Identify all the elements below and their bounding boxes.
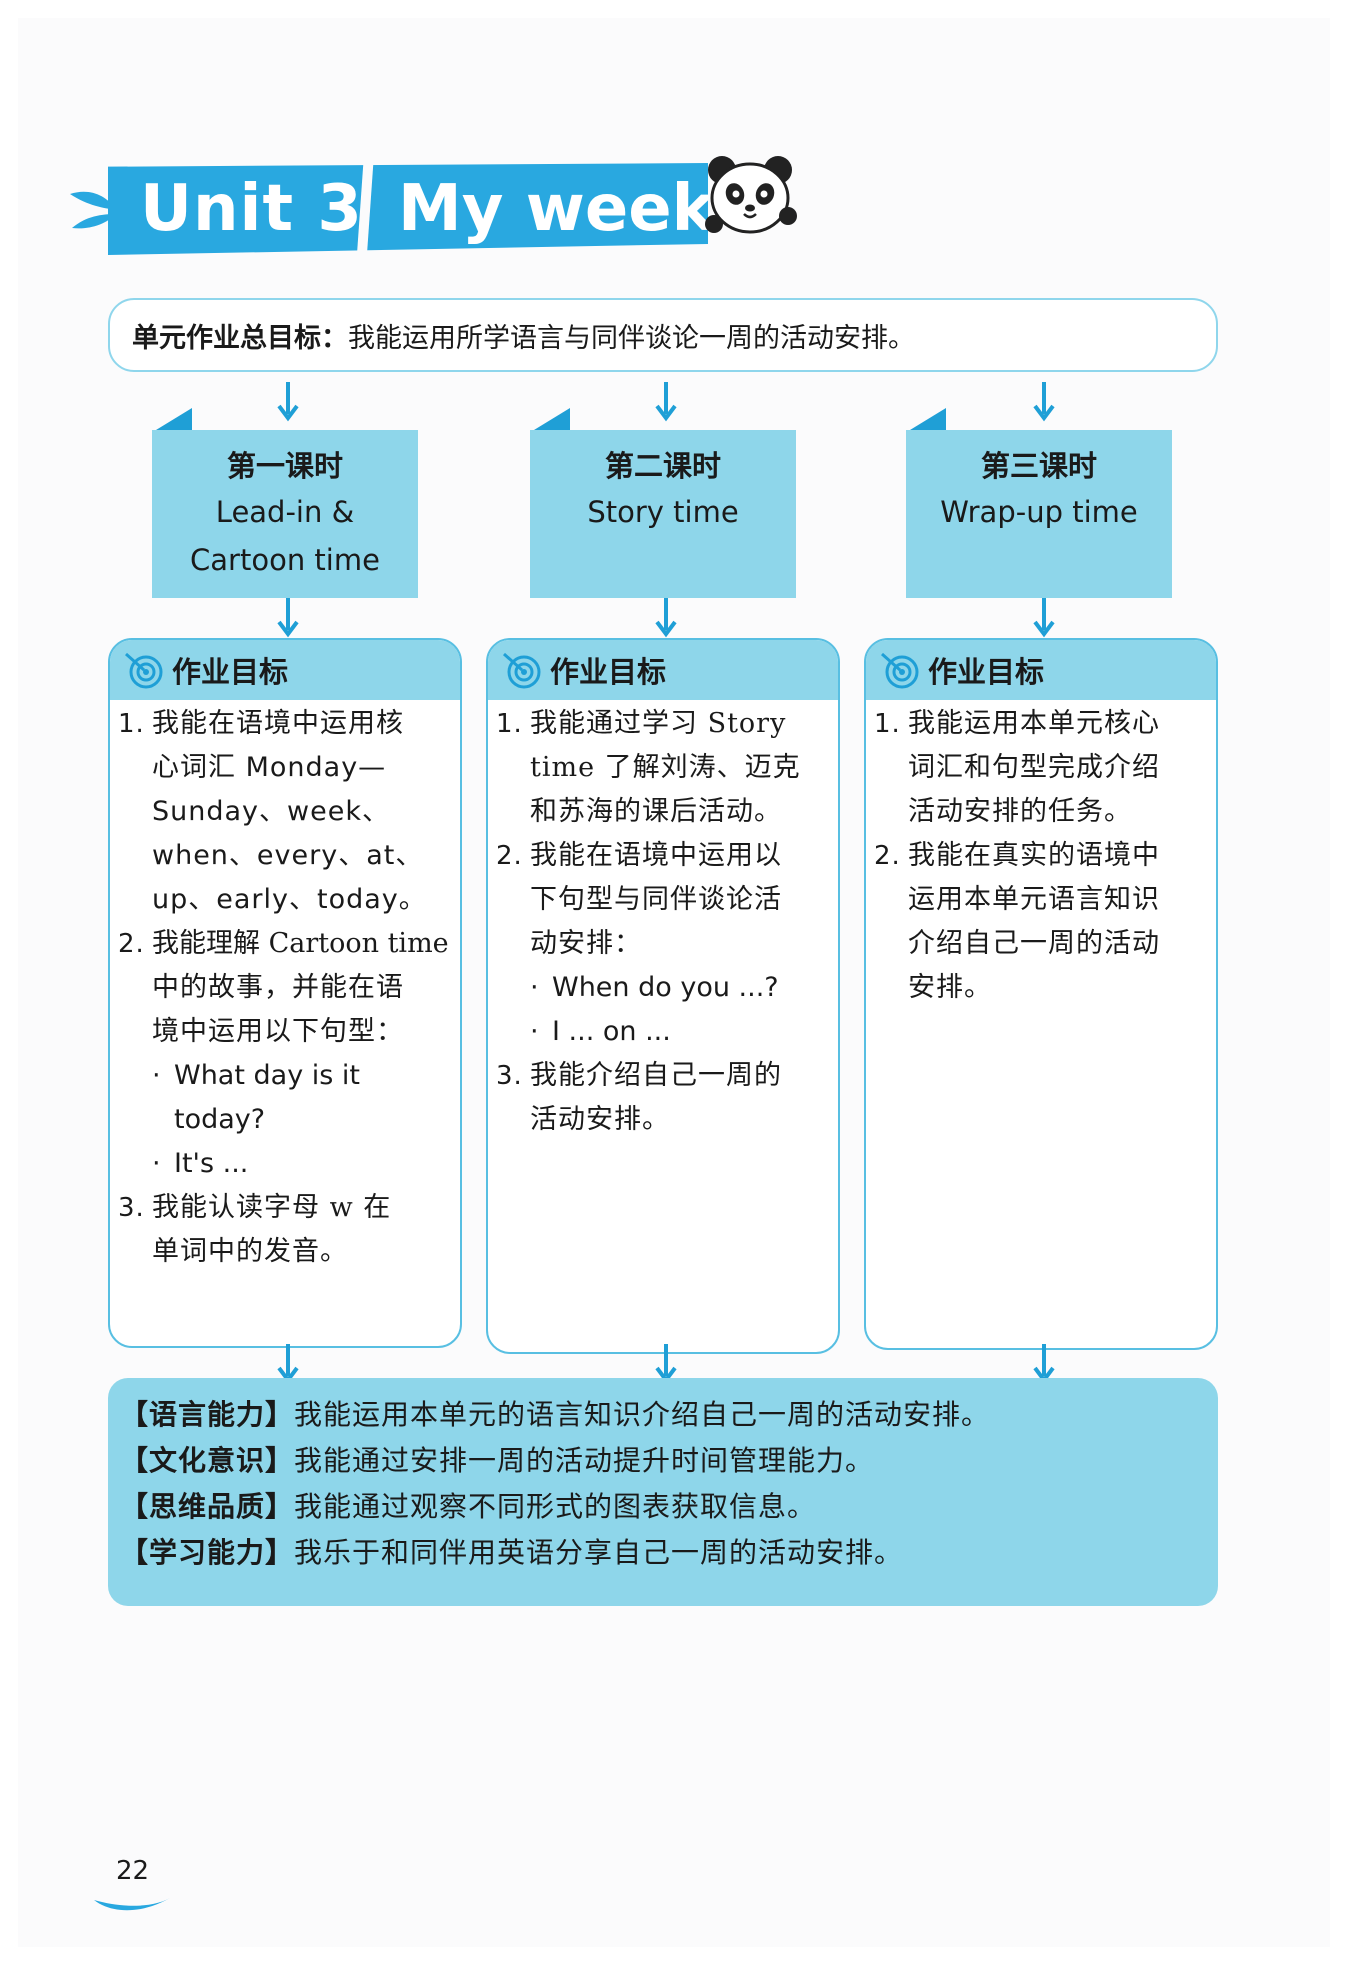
item-number: 2. [874, 834, 908, 1010]
lesson-3: 第三课时 Wrap-up time [906, 430, 1172, 598]
pattern-line: I ... on ... [552, 1010, 671, 1054]
card-header: 作业目标 [488, 640, 838, 700]
item-line: when、every、at、 [152, 834, 454, 878]
target-icon [124, 650, 164, 690]
literacy-text: 我能通过安排一周的活动提升时间管理能力。 [294, 1444, 874, 1477]
item-number: 1. [874, 702, 908, 834]
item-line: 安排。 [908, 966, 1210, 1010]
pattern-line: When do you ...? [552, 966, 779, 1010]
objective-card-3: 作业目标 1. 我能运用本单元核心 词汇和句型完成介绍 活动安排的任务。 2. … [864, 638, 1218, 1350]
literacy-label: 【语言能力】 [120, 1398, 294, 1431]
objective-item: 2. 我能在真实的语境中 运用本单元语言知识 介绍自己一周的活动 安排。 [874, 834, 1210, 1010]
item-line: 和苏海的课后活动。 [530, 790, 832, 834]
item-number: 1. [118, 702, 152, 922]
item-line: 境中运用以下句型： [152, 1010, 454, 1054]
objective-item: 3. 我能介绍自己一周的 活动安排。 [496, 1054, 832, 1142]
item-line: 动安排： [530, 922, 832, 966]
unit-title: My week [398, 165, 714, 253]
pattern-line: It's ... [174, 1142, 248, 1186]
lesson-1: 第一课时 Lead-in & Cartoon time [152, 430, 418, 598]
pattern-line: What day is it [174, 1054, 360, 1098]
item-line: up、early、today。 [152, 878, 454, 922]
item-line: 我能认读字母 w 在 [152, 1186, 454, 1230]
objective-item: 1. 我能运用本单元核心 词汇和句型完成介绍 活动安排的任务。 [874, 702, 1210, 834]
item-line: 活动安排的任务。 [908, 790, 1210, 834]
literacy-row: 【语言能力】我能运用本单元的语言知识介绍自己一周的活动安排。 [120, 1392, 1218, 1438]
item-line: 活动安排。 [530, 1098, 832, 1142]
target-icon [880, 650, 920, 690]
literacy-label: 【学习能力】 [120, 1536, 294, 1569]
item-line: 运用本单元语言知识 [908, 878, 1210, 922]
sentence-pattern: · When do you ...? [496, 966, 832, 1010]
page-number: 22 [116, 1856, 149, 1886]
literacy-label: 【文化意识】 [120, 1444, 294, 1477]
item-number: 2. [496, 834, 530, 966]
item-line: 我能理解 Cartoon time [152, 922, 454, 966]
item-line: 我能运用本单元核心 [908, 702, 1210, 746]
item-line: 我能在语境中运用以 [530, 834, 832, 878]
item-line: 我能通过学习 Story [530, 702, 832, 746]
objective-item: 2. 我能理解 Cartoon time 中的故事，并能在语 境中运用以下句型： [118, 922, 454, 1054]
lesson-number: 第一课时 [152, 444, 418, 488]
item-line: 我能在语境中运用核 [152, 702, 454, 746]
lesson-number: 第二课时 [530, 444, 796, 488]
objective-item: 2. 我能在语境中运用以 下句型与同伴谈论活 动安排： [496, 834, 832, 966]
item-line: 下句型与同伴谈论活 [530, 878, 832, 922]
unit-goal-bar: 单元作业总目标： 我能运用所学语言与同伴谈论一周的活动安排。 [108, 298, 1218, 372]
lesson-title-line: Wrap-up time [906, 488, 1172, 536]
objective-card-2: 作业目标 1. 我能通过学习 Story time 了解刘涛、迈克 和苏海的课后… [486, 638, 840, 1354]
item-line: 我能在真实的语境中 [908, 834, 1210, 878]
sentence-pattern: · What day is it today? [118, 1054, 454, 1142]
sentence-pattern: · It's ... [118, 1142, 454, 1186]
item-number: 3. [496, 1054, 530, 1142]
item-line: 心词汇 Monday— [152, 746, 454, 790]
arrow-down-icon [276, 382, 300, 422]
unit-label: Unit 3 [140, 165, 363, 253]
target-icon [502, 650, 542, 690]
arrow-down-icon [1032, 598, 1056, 638]
lesson-title-line: Cartoon time [152, 536, 418, 584]
item-line: Sunday、week、 [152, 790, 454, 834]
goal-text: 我能运用所学语言与同伴谈论一周的活动安排。 [348, 316, 915, 355]
lesson-title-line: Story time [530, 488, 796, 536]
item-number: 1. [496, 702, 530, 834]
literacy-text: 我能通过观察不同形式的图表获取信息。 [294, 1490, 816, 1523]
objective-item: 1. 我能在语境中运用核 心词汇 Monday— Sunday、week、 wh… [118, 702, 454, 922]
literacy-label: 【思维品质】 [120, 1490, 294, 1523]
card-title: 作业目标 [928, 649, 1044, 691]
item-line: 词汇和句型完成介绍 [908, 746, 1210, 790]
item-line: 中的故事，并能在语 [152, 966, 454, 1010]
objective-card-1: 作业目标 1. 我能在语境中运用核 心词汇 Monday— Sunday、wee… [108, 638, 462, 1348]
card-header: 作业目标 [110, 640, 460, 700]
goal-label: 单元作业总目标： [132, 316, 348, 355]
lesson-2: 第二课时 Story time [530, 430, 796, 598]
panda-icon [700, 150, 800, 242]
literacy-text: 我乐于和同伴用英语分享自己一周的活动安排。 [294, 1536, 903, 1569]
card-title: 作业目标 [550, 649, 666, 691]
sentence-pattern: · I ... on ... [496, 1010, 832, 1054]
card-title: 作业目标 [172, 649, 288, 691]
lesson-number: 第三课时 [906, 444, 1172, 488]
item-number: 2. [118, 922, 152, 1054]
lesson-title-line: Lead-in & [152, 488, 418, 536]
item-line: 单词中的发音。 [152, 1230, 454, 1274]
card-header: 作业目标 [866, 640, 1216, 700]
arrow-down-icon [654, 598, 678, 638]
arrow-down-icon [654, 382, 678, 422]
arrow-down-icon [276, 598, 300, 638]
objective-item: 1. 我能通过学习 Story time 了解刘涛、迈克 和苏海的课后活动。 [496, 702, 832, 834]
literacy-text: 我能运用本单元的语言知识介绍自己一周的活动安排。 [294, 1398, 990, 1431]
literacy-row: 【文化意识】我能通过安排一周的活动提升时间管理能力。 [120, 1438, 1218, 1484]
literacy-row: 【思维品质】我能通过观察不同形式的图表获取信息。 [120, 1484, 1218, 1530]
item-number: 3. [118, 1186, 152, 1274]
arrow-down-icon [1032, 382, 1056, 422]
objective-item: 3. 我能认读字母 w 在 单词中的发音。 [118, 1186, 454, 1274]
literacy-row: 【学习能力】我乐于和同伴用英语分享自己一周的活动安排。 [120, 1530, 1218, 1576]
item-line: time 了解刘涛、迈克 [530, 746, 832, 790]
item-line: 我能介绍自己一周的 [530, 1054, 832, 1098]
item-line: 介绍自己一周的活动 [908, 922, 1210, 966]
core-literacy-box: 【语言能力】我能运用本单元的语言知识介绍自己一周的活动安排。 【文化意识】我能通… [108, 1378, 1218, 1606]
pattern-line: today? [174, 1098, 360, 1142]
